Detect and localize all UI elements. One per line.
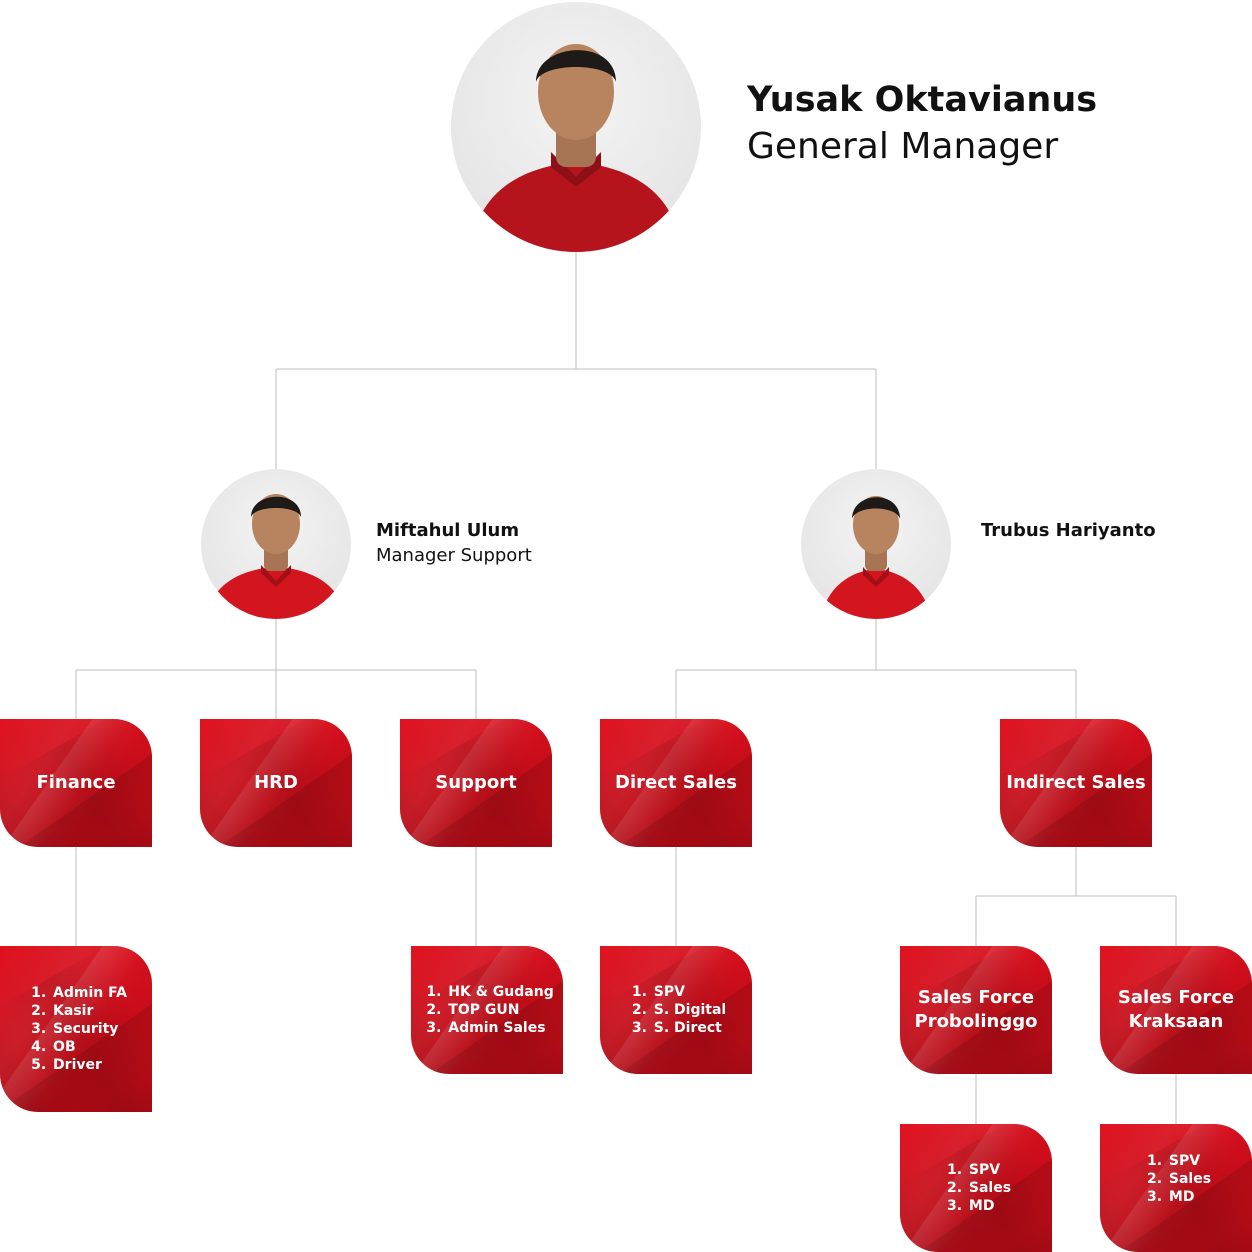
unit-sales-force-kraksaan: Sales Force Kraksaan xyxy=(1100,946,1252,1074)
list-finance: Admin FA Kasir Security OB Driver xyxy=(0,946,152,1112)
support-manager-title: Manager Support xyxy=(376,545,532,567)
list-item: Admin FA xyxy=(51,984,127,1002)
sales-manager-name: Trubus Hariyanto xyxy=(981,520,1156,542)
person-photo-icon xyxy=(801,469,951,619)
unit-direct-sales: Direct Sales xyxy=(600,719,752,847)
unit-sales-force-probolinggo: Sales Force Probolinggo xyxy=(900,946,1052,1074)
list-finance-items: Admin FA Kasir Security OB Driver xyxy=(25,984,127,1074)
list-item: SPV xyxy=(652,983,726,1001)
unit-hrd: HRD xyxy=(200,719,352,847)
list-item: S. Direct xyxy=(652,1019,726,1037)
support-manager-avatar xyxy=(201,469,351,619)
unit-hrd-label: HRD xyxy=(200,719,352,847)
list-item: MD xyxy=(967,1197,1011,1215)
list-item: Sales xyxy=(967,1179,1011,1197)
list-item: Security xyxy=(51,1020,127,1038)
unit-sf-kraksaan-line1: Sales Force xyxy=(1118,986,1234,1010)
list-sf-probolinggo-items: SPV Sales MD xyxy=(941,1161,1011,1215)
list-item: Admin Sales xyxy=(446,1019,553,1037)
list-support: HK & Gudang TOP GUN Admin Sales xyxy=(411,946,563,1074)
list-direct-sales-items: SPV S. Digital S. Direct xyxy=(626,983,726,1037)
unit-finance: Finance xyxy=(0,719,152,847)
gm-avatar xyxy=(451,2,701,252)
list-item: Sales xyxy=(1167,1170,1211,1188)
unit-sf-probolinggo-line2: Probolinggo xyxy=(915,1010,1038,1034)
list-item: MD xyxy=(1167,1188,1211,1206)
sales-manager-avatar xyxy=(801,469,951,619)
gm-name: Yusak Oktavianus xyxy=(747,79,1097,121)
list-item: TOP GUN xyxy=(446,1001,553,1019)
unit-support: Support xyxy=(400,719,552,847)
list-item: Driver xyxy=(51,1056,127,1074)
unit-indirect-sales: Indirect Sales xyxy=(1000,719,1152,847)
support-manager-name: Miftahul Ulum xyxy=(376,520,519,542)
list-item: OB xyxy=(51,1038,127,1056)
list-item: SPV xyxy=(967,1161,1011,1179)
unit-sf-kraksaan-line2: Kraksaan xyxy=(1118,1010,1234,1034)
list-sf-probolinggo: SPV Sales MD xyxy=(900,1124,1052,1252)
unit-direct-sales-label: Direct Sales xyxy=(600,719,752,847)
unit-sf-probolinggo-line1: Sales Force xyxy=(915,986,1038,1010)
list-support-items: HK & Gudang TOP GUN Admin Sales xyxy=(420,983,553,1037)
person-photo-icon xyxy=(201,469,351,619)
list-sf-kraksaan: SPV Sales MD xyxy=(1100,1124,1252,1252)
unit-indirect-sales-label: Indirect Sales xyxy=(1000,719,1152,847)
list-item: Kasir xyxy=(51,1002,127,1020)
list-sf-kraksaan-items: SPV Sales MD xyxy=(1141,1152,1211,1206)
person-photo-icon xyxy=(451,2,701,252)
list-direct-sales: SPV S. Digital S. Direct xyxy=(600,946,752,1074)
unit-support-label: Support xyxy=(400,719,552,847)
gm-title: General Manager xyxy=(747,126,1058,168)
list-item: SPV xyxy=(1167,1152,1211,1170)
list-item: S. Digital xyxy=(652,1001,726,1019)
unit-finance-label: Finance xyxy=(0,719,152,847)
list-item: HK & Gudang xyxy=(446,983,553,1001)
